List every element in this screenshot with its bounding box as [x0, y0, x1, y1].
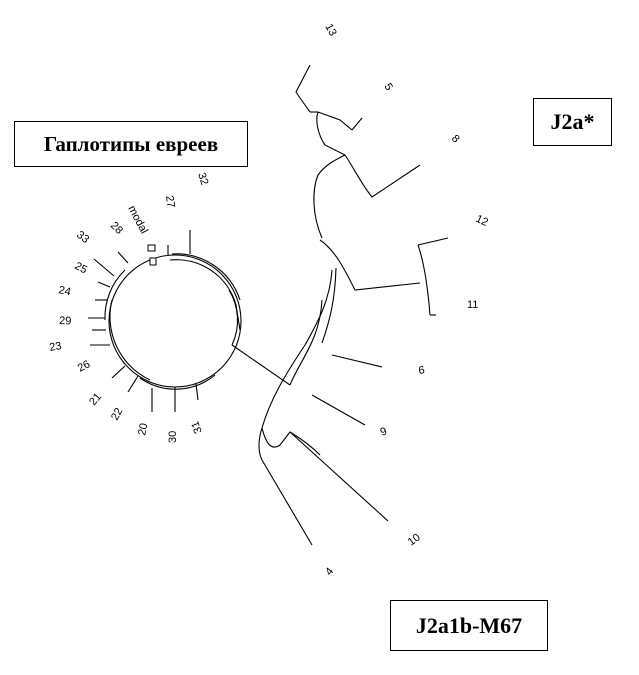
- leaf-29: 29: [59, 315, 72, 327]
- leaf-9: 9: [379, 425, 389, 438]
- leaf-labels: 13 5 8 12 11 6 9 10 4 32 27 modal 28 33 …: [48, 22, 489, 578]
- leaf-22: 22: [109, 406, 125, 422]
- leaf-33: 33: [74, 229, 91, 246]
- diagram-title: Гаплотипы евреев: [43, 131, 219, 156]
- cluster-label-j2a: J2a*: [533, 98, 612, 146]
- leaf-modal: modal: [125, 204, 150, 236]
- cluster-label-j2a1b: J2a1b-M67: [390, 600, 548, 651]
- cluster-label-j2a-text: J2a*: [550, 109, 595, 134]
- leaf-27: 27: [163, 195, 177, 209]
- leaf-5: 5: [381, 81, 394, 93]
- leaf-4: 4: [323, 566, 336, 578]
- leaf-26: 26: [76, 358, 92, 374]
- leaf-13: 13: [322, 22, 338, 38]
- leaf-11: 11: [467, 299, 478, 311]
- tree-branches-right: [231, 64, 449, 546]
- leaf-20: 20: [136, 422, 150, 436]
- leaf-31: 31: [189, 419, 204, 435]
- title-box: Гаплотипы евреев: [14, 121, 248, 167]
- leaf-28: 28: [108, 220, 125, 237]
- leaf-8: 8: [449, 133, 462, 146]
- leaf-6: 6: [418, 364, 426, 377]
- leaf-25: 25: [73, 260, 89, 276]
- leaf-24: 24: [57, 284, 71, 298]
- leaf-12: 12: [474, 213, 490, 229]
- leaf-23: 23: [48, 340, 62, 354]
- leaf-32: 32: [195, 171, 210, 186]
- tree-branches-circle: [88, 230, 242, 412]
- leaf-21: 21: [87, 391, 104, 408]
- cluster-label-j2a1b-text: J2a1b-M67: [415, 612, 523, 638]
- leaf-30: 30: [167, 431, 179, 443]
- leaf-10: 10: [406, 532, 423, 549]
